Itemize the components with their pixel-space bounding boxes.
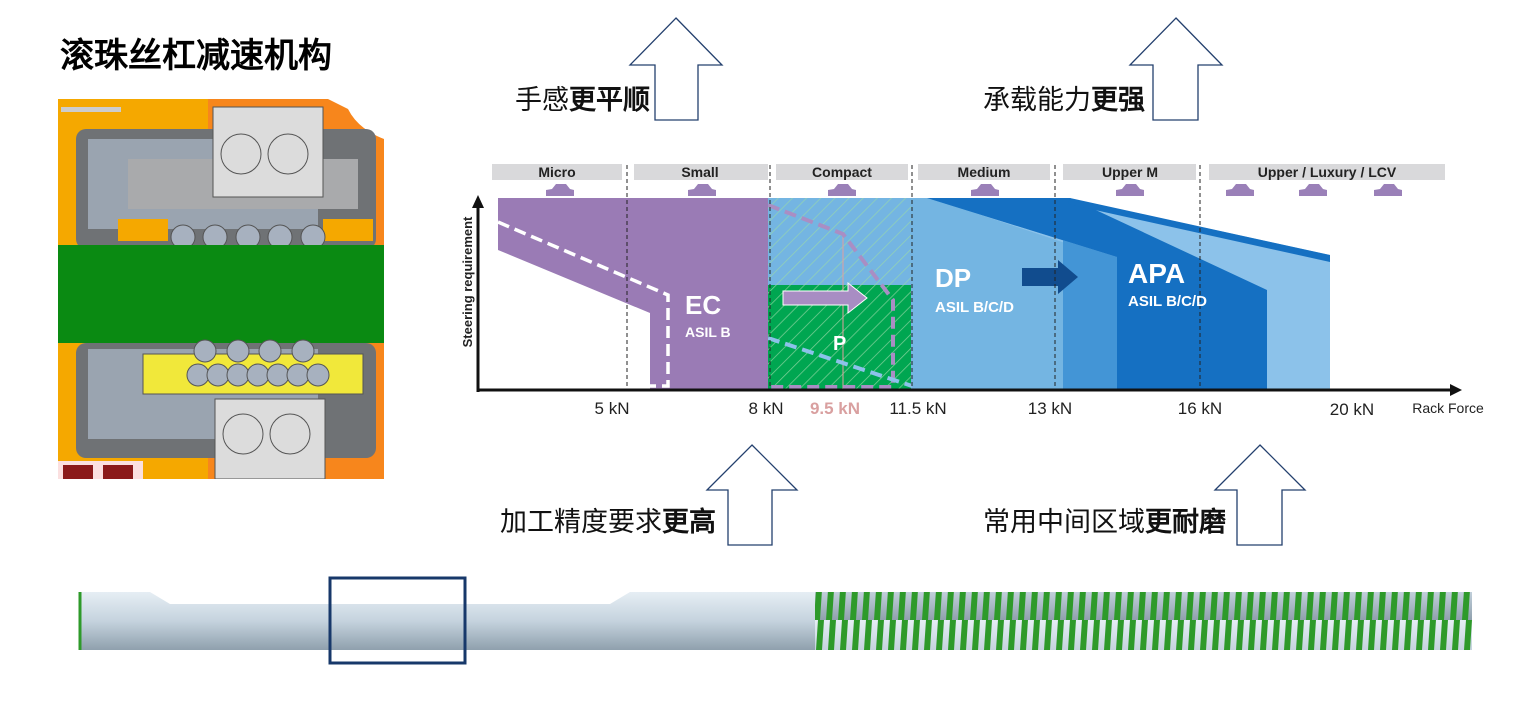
category-small: Small (681, 164, 718, 180)
page-title: 滚珠丝杠减速机构 (60, 36, 332, 76)
tick-label-highlight: 9.5 kN (810, 399, 860, 418)
car-icon (1116, 184, 1144, 196)
tick-label: 5 kN (595, 399, 630, 418)
p-label: P (833, 333, 846, 355)
category-upper-luxury-lcv: Upper / Luxury / LCV (1258, 164, 1397, 180)
ball-screw-cross-section-image (58, 99, 384, 479)
category-medium: Medium (958, 164, 1011, 180)
van-icon (1374, 184, 1402, 196)
car-icon (688, 184, 716, 196)
car-icon (828, 184, 856, 196)
ec-asil-label: ASIL B (685, 324, 731, 340)
caption-more-wear-resistant: 常用中间区域更耐磨 (983, 507, 1226, 538)
apa-region (927, 198, 1267, 390)
right-arrow-icon (782, 281, 868, 315)
right-arrow-icon (1022, 260, 1078, 294)
category-compact: Compact (812, 164, 872, 180)
caption-smoother-feel: 手感更平顺 (515, 85, 650, 116)
car-icon (1226, 184, 1254, 196)
up-arrow-icon (1128, 17, 1224, 121)
caption-higher-precision: 加工精度要求更高 (500, 507, 716, 538)
up-arrow-icon (628, 17, 724, 121)
up-arrow-icon (1213, 444, 1307, 546)
car-icon (546, 184, 574, 196)
ec-region (498, 198, 768, 390)
car-icon (1299, 184, 1327, 196)
dp-asil-label: ASIL B/C/D (935, 299, 1014, 316)
category-upper-m: Upper M (1102, 164, 1158, 180)
y-axis-label: Steering requirement (460, 216, 475, 347)
car-icon (971, 184, 999, 196)
ec-label: EC (685, 290, 721, 320)
caption-stronger-load: 承载能力更强 (983, 85, 1145, 116)
category-micro: Micro (538, 164, 575, 180)
tick-label: 11.5 kN (889, 399, 946, 418)
tick-label: 16 kN (1178, 399, 1222, 418)
tick-label: 13 kN (1028, 399, 1072, 418)
rack-rod-image (78, 576, 1472, 665)
dp-label: DP (935, 263, 971, 293)
apa-label: APA (1128, 258, 1185, 289)
tick-label: 20 kN (1330, 400, 1374, 419)
apa-asil-label: ASIL B/C/D (1128, 293, 1207, 310)
tick-label: 8 kN (749, 399, 784, 418)
up-arrow-icon (705, 444, 799, 546)
highlight-box (328, 576, 467, 665)
x-axis-label: Rack Force (1412, 400, 1484, 416)
